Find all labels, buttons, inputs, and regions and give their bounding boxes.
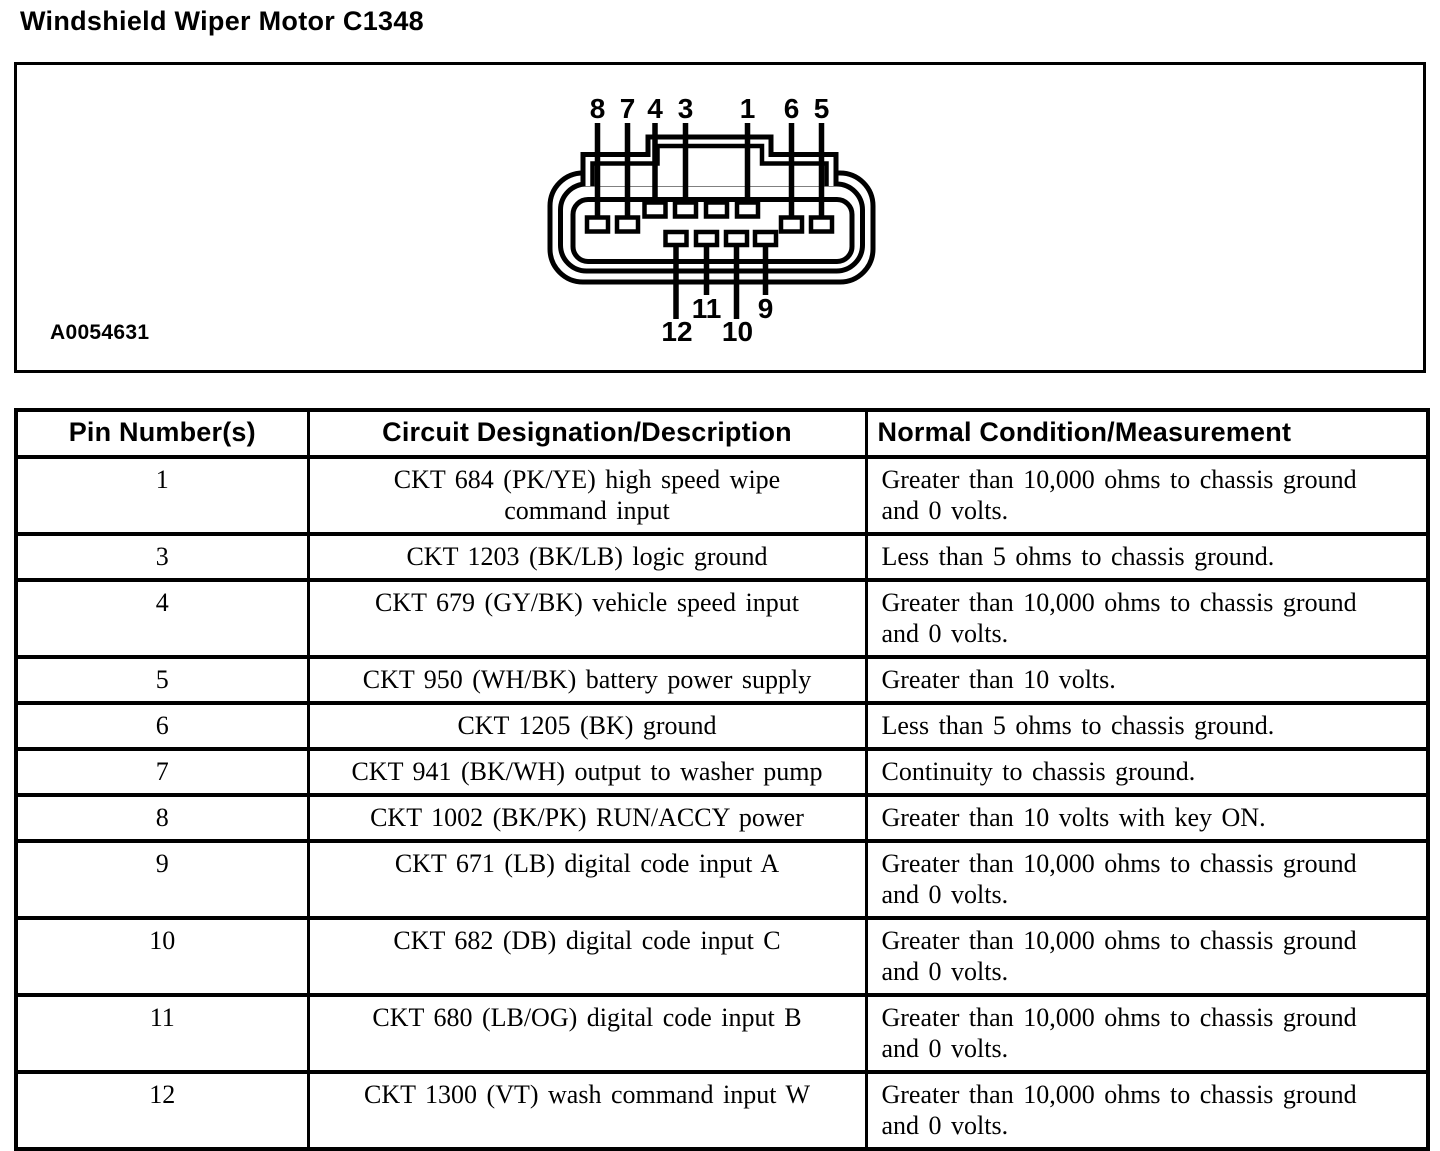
document-page: Windshield Wiper Motor C1348 bbox=[0, 6, 1440, 1151]
pin-number-cell: 10 bbox=[14, 916, 310, 997]
pin-label-10: 10 bbox=[721, 316, 754, 347]
pin-pad-9 bbox=[752, 229, 779, 248]
pin-pad-5 bbox=[808, 215, 835, 234]
measurement-cell: Greater than 10,000 ohms to chassis grou… bbox=[864, 993, 1430, 1074]
pin-leader-lines bbox=[594, 123, 825, 319]
col-header-circuit: Circuit Designation/Description bbox=[306, 408, 868, 459]
pin-pads bbox=[584, 200, 835, 248]
connector-hood-inner-line bbox=[590, 143, 829, 186]
connector-hood-outline bbox=[580, 134, 839, 186]
pin-label-4: 4 bbox=[647, 93, 663, 124]
pin-pad-12 bbox=[663, 229, 689, 248]
pin-number-cell: 12 bbox=[14, 1070, 310, 1151]
pin-pad-7 bbox=[614, 215, 641, 234]
circuit-cell: CKT 679 (GY/BK) vehicle speed input bbox=[306, 578, 868, 659]
pin-pad-11 bbox=[693, 229, 720, 248]
pin-number-cell: 4 bbox=[14, 578, 310, 659]
circuit-cell: CKT 682 (DB) digital code input C bbox=[306, 916, 868, 997]
pin-label-1: 1 bbox=[739, 93, 756, 124]
pin-number-cell: 1 bbox=[14, 455, 310, 536]
circuit-cell: CKT 1205 (BK) ground bbox=[306, 701, 868, 751]
connector-hood-fill bbox=[583, 137, 836, 186]
pin-number-cell: 6 bbox=[14, 701, 310, 751]
measurement-cell: Continuity to chassis ground. bbox=[864, 747, 1430, 797]
pinout-table: Pin Number(s) Circuit Designation/Descri… bbox=[14, 408, 1430, 1151]
circuit-cell: CKT 1002 (BK/PK) RUN/ACCY power bbox=[306, 793, 868, 843]
measurement-cell: Greater than 10,000 ohms to chassis grou… bbox=[864, 1070, 1430, 1151]
measurement-cell: Greater than 10,000 ohms to chassis grou… bbox=[864, 839, 1430, 920]
page-title: Windshield Wiper Motor C1348 bbox=[20, 6, 424, 36]
pin-pad-blank bbox=[703, 200, 730, 219]
pin-label-7: 7 bbox=[619, 93, 636, 124]
pin-label-8: 8 bbox=[589, 93, 606, 124]
pin-pad-4 bbox=[642, 200, 668, 219]
pin-number-cell: 3 bbox=[14, 532, 310, 582]
connector-figure: 8 7 4 3 1 6 5 11 9 12 10 A0054631 bbox=[14, 62, 1426, 373]
pin-number-cell: 11 bbox=[14, 993, 310, 1074]
measurement-cell: Less than 5 ohms to chassis ground. bbox=[864, 701, 1430, 751]
pin-number-cell: 7 bbox=[14, 747, 310, 797]
pin-pad-8 bbox=[584, 215, 611, 234]
pin-label-9: 9 bbox=[757, 293, 774, 324]
pin-number-cell: 5 bbox=[14, 655, 310, 705]
pin-pad-6 bbox=[778, 215, 805, 234]
pin-label-5: 5 bbox=[813, 93, 830, 124]
circuit-cell: CKT 1300 (VT) wash command input W bbox=[306, 1070, 868, 1151]
measurement-cell: Greater than 10,000 ohms to chassis grou… bbox=[864, 916, 1430, 997]
pin-label-12: 12 bbox=[661, 316, 693, 347]
connector-shell-inner bbox=[570, 197, 855, 264]
pin-pad-3 bbox=[672, 200, 699, 219]
measurement-cell: Greater than 10 volts with key ON. bbox=[864, 793, 1430, 843]
circuit-cell: CKT 941 (BK/WH) output to washer pump bbox=[306, 747, 868, 797]
pin-number-cell: 9 bbox=[14, 839, 310, 920]
circuit-cell: CKT 950 (WH/BK) battery power supply bbox=[306, 655, 868, 705]
pin-label-11: 11 bbox=[691, 293, 722, 324]
col-header-measurement: Normal Condition/Measurement bbox=[864, 408, 1430, 459]
connector-diagram bbox=[547, 123, 876, 319]
circuit-cell: CKT 680 (LB/OG) digital code input B bbox=[306, 993, 868, 1074]
pin-pad-10 bbox=[723, 229, 750, 248]
pin-label-6: 6 bbox=[783, 93, 800, 124]
pin-pad-1 bbox=[734, 200, 761, 219]
col-header-pin-number: Pin Number(s) bbox=[14, 408, 310, 459]
circuit-cell: CKT 671 (LB) digital code input A bbox=[306, 839, 868, 920]
pin-label-3: 3 bbox=[677, 93, 694, 124]
circuit-cell: CKT 684 (PK/YE) high speed wipe command … bbox=[306, 455, 868, 536]
measurement-cell: Greater than 10 volts. bbox=[864, 655, 1430, 705]
measurement-cell: Less than 5 ohms to chassis ground. bbox=[864, 532, 1430, 582]
pin-number-cell: 8 bbox=[14, 793, 310, 843]
measurement-cell: Greater than 10,000 ohms to chassis grou… bbox=[864, 455, 1430, 536]
table-header-row: Pin Number(s) Circuit Designation/Descri… bbox=[14, 408, 1430, 459]
figure-id: A0054631 bbox=[50, 321, 150, 344]
circuit-cell: CKT 1203 (BK/LB) logic ground bbox=[306, 532, 868, 582]
measurement-cell: Greater than 10,000 ohms to chassis grou… bbox=[864, 578, 1430, 659]
